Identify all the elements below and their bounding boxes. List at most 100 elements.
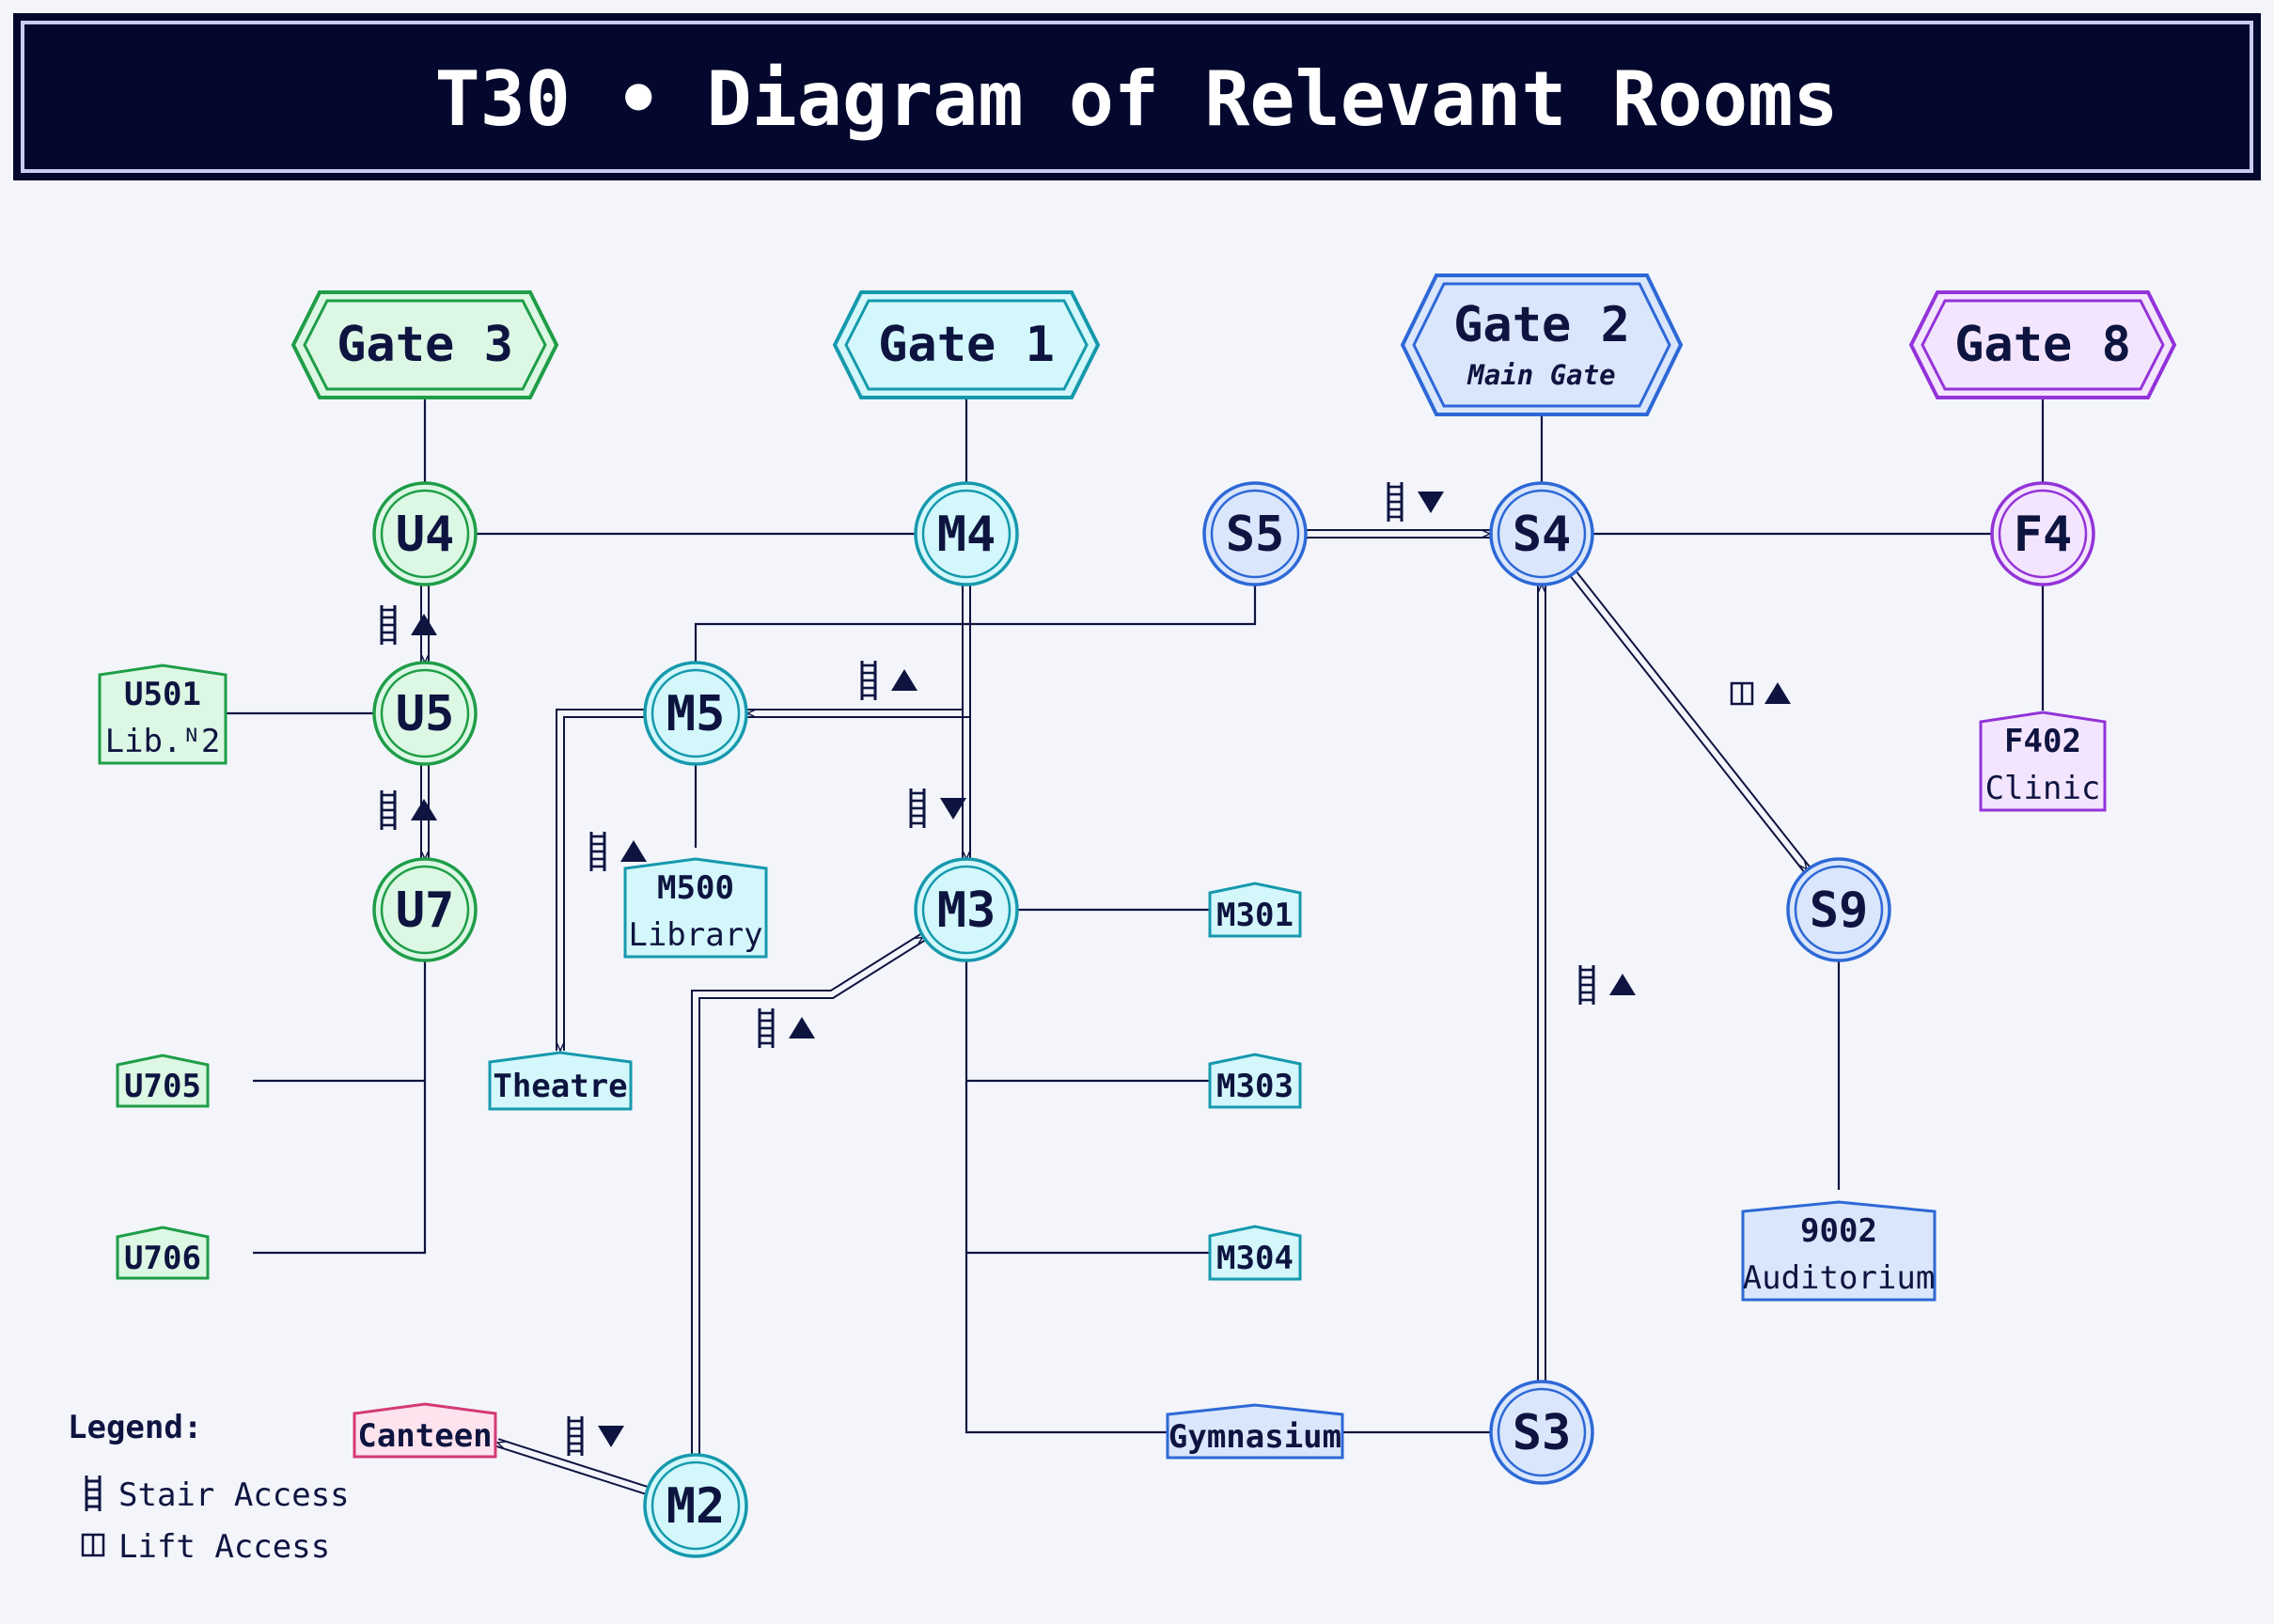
gate-label: Gate 8 — [1954, 317, 2131, 373]
stair-icon — [1578, 965, 1595, 1005]
access-marker-m4-m3 — [909, 789, 966, 828]
access-marker-s4-s9 — [1730, 681, 1791, 706]
gate-label: Gate 2 — [1453, 297, 1630, 353]
node-label: M5 — [667, 686, 726, 742]
room-m304: M304 — [1208, 1225, 1302, 1281]
node-label: S5 — [1226, 507, 1285, 563]
access-markers-layer — [380, 482, 1791, 1456]
triangle-up-icon — [620, 840, 647, 862]
room-sublabel: Clinic — [1985, 770, 2101, 807]
room-canteen: Canteen — [353, 1402, 497, 1459]
node-u4: U4 — [372, 481, 478, 586]
lift-icon — [81, 1533, 105, 1557]
stair-icon — [589, 832, 606, 871]
gate-subtitle: Main Gate — [1466, 359, 1615, 391]
access-marker-m5-theatre — [589, 832, 647, 871]
node-m2: M2 — [643, 1453, 748, 1558]
node-label: U4 — [396, 507, 455, 563]
triangle-down-icon — [598, 1426, 624, 1447]
edge-m4-m3 — [962, 585, 971, 859]
node-label: M3 — [937, 882, 996, 939]
room-u705: U705 — [116, 1054, 210, 1108]
triangle-up-icon — [891, 669, 917, 691]
gate-label: Gate 1 — [878, 317, 1055, 373]
room-sublabel: Auditorium — [1743, 1259, 1936, 1297]
room-sublabel: Lib.ᴺ2 — [105, 723, 221, 760]
triangle-up-icon — [411, 799, 437, 820]
edge-m2-m3 — [691, 933, 926, 1455]
legend: Legend: Stair Access Lift Access — [68, 1409, 350, 1566]
room-label: Canteen — [357, 1417, 492, 1455]
room-u706: U706 — [116, 1226, 210, 1280]
stair-icon — [860, 661, 877, 700]
stair-icon — [567, 1416, 584, 1456]
room-label: U501 — [124, 676, 201, 713]
node-u7: U7 — [372, 857, 478, 962]
room-label: M304 — [1216, 1240, 1294, 1277]
stair-icon — [85, 1476, 102, 1511]
room-label: U706 — [124, 1240, 201, 1277]
triangle-down-icon — [1418, 492, 1444, 513]
edge-u7-u705-u706 — [253, 960, 427, 1255]
node-s9: S9 — [1786, 857, 1891, 962]
access-marker-s3-s4 — [1578, 965, 1636, 1005]
page-title: T30 • Diagram of Relevant Rooms — [434, 55, 1838, 143]
room-label: Gymnasium — [1168, 1418, 1341, 1456]
node-m3: M3 — [914, 857, 1019, 962]
node-label: S9 — [1810, 882, 1869, 939]
node-label: M2 — [667, 1478, 726, 1535]
access-marker-u5-u7 — [380, 790, 437, 830]
legend-stair-label: Stair Access — [118, 1476, 350, 1514]
room-label: U705 — [124, 1068, 201, 1105]
gate-gate-8: Gate 8 — [1908, 290, 2177, 399]
gate-gate-1: Gate 1 — [832, 290, 1101, 399]
legend-lift-label: Lift Access — [118, 1528, 330, 1566]
room-label: M500 — [657, 869, 734, 907]
node-m5: M5 — [643, 661, 748, 766]
edge-s5-m5 — [694, 585, 1257, 663]
title-banner: T30 • Diagram of Relevant Rooms — [13, 13, 2261, 180]
edge-m4-m5 — [747, 585, 971, 718]
room-m303: M303 — [1208, 1053, 1302, 1109]
room-label: Theatre — [493, 1068, 627, 1105]
room-label: M303 — [1216, 1068, 1294, 1105]
access-marker-s5-s4 — [1387, 482, 1444, 522]
edge-m2-canteen — [496, 1438, 648, 1495]
node-label: S4 — [1513, 507, 1572, 563]
connections-layer — [226, 399, 2045, 1495]
gate-gate-2: Gate 2 Main Gate — [1400, 273, 1684, 416]
node-label: U5 — [396, 686, 455, 742]
access-marker-u4-u5 — [380, 605, 437, 645]
room-sublabel: Library — [628, 916, 762, 954]
access-marker-m4-m5 — [860, 661, 917, 700]
triangle-up-icon — [1609, 974, 1636, 995]
room-m301: M301 — [1208, 882, 1302, 938]
triangle-up-icon — [789, 1017, 815, 1038]
room-theatre: Theatre — [488, 1051, 633, 1111]
node-label: U7 — [396, 882, 455, 939]
edge-s4-s9 — [1570, 571, 1811, 872]
room-label: M301 — [1216, 897, 1294, 934]
access-marker-m2-m3 — [758, 1008, 815, 1048]
edge-m5-theatre — [556, 709, 644, 1051]
node-m4: M4 — [914, 481, 1019, 586]
stair-icon — [909, 789, 926, 828]
node-label: S3 — [1513, 1405, 1572, 1461]
triangle-up-icon — [411, 614, 437, 635]
edge-m3-gym — [964, 960, 1168, 1434]
legend-title: Legend: — [68, 1409, 202, 1446]
stair-icon — [380, 790, 397, 830]
edge-s5-s4 — [1307, 529, 1490, 539]
edge-s3-s4 — [1537, 585, 1546, 1382]
node-s4: S4 — [1489, 481, 1594, 586]
lift-icon — [1730, 681, 1754, 706]
room-gymnasium: Gymnasium — [1166, 1403, 1344, 1460]
room-label: F402 — [2004, 723, 2081, 760]
